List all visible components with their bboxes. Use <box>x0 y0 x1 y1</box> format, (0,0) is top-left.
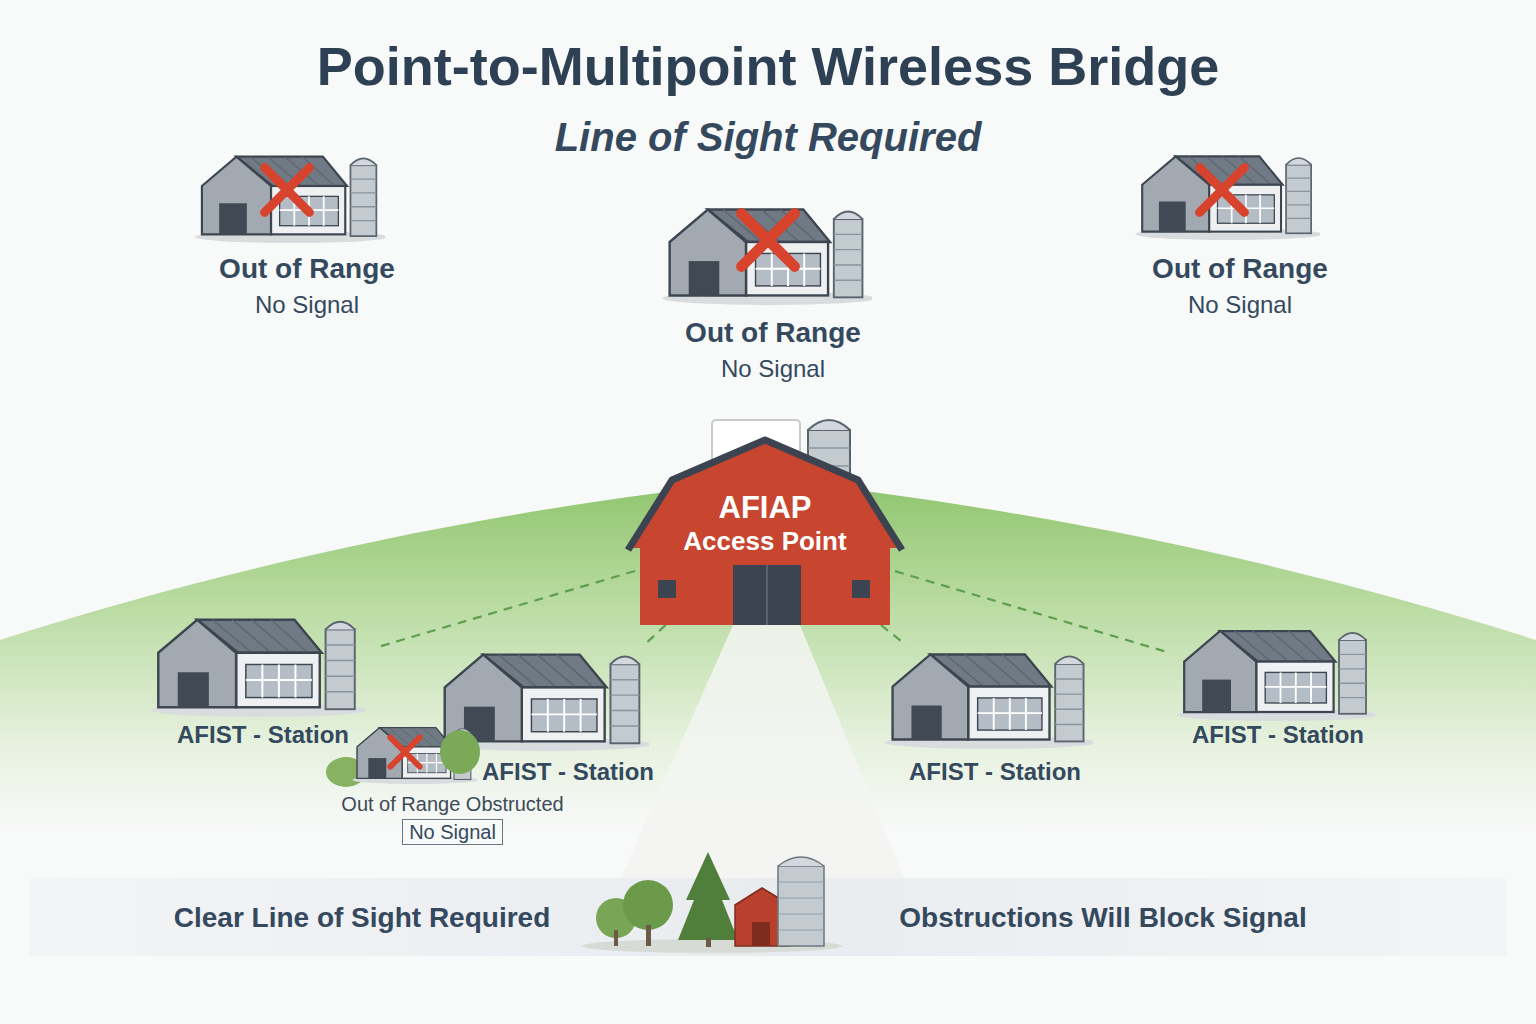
farm-building <box>1136 156 1323 240</box>
status-heading: Out of Range <box>219 252 395 286</box>
tree-trunk <box>646 925 651 946</box>
silo-dome <box>778 857 824 866</box>
silo <box>778 866 824 946</box>
barn-window <box>852 580 870 598</box>
subtitle: Line of Sight Required <box>268 111 1268 163</box>
station-label: AFIST - Station <box>909 757 1081 787</box>
status-note: No Signal <box>721 354 825 384</box>
signal-link <box>881 625 906 645</box>
door-seam <box>766 565 768 625</box>
farm-building <box>151 620 369 717</box>
station-label: AFIST - Station <box>177 720 349 750</box>
station-node: AFIST - Station <box>150 612 376 750</box>
status-heading: Out of Range <box>1152 252 1328 286</box>
diagram-title: Point-to-Multipoint Wireless Bridge <box>68 33 1468 99</box>
signal-link <box>895 571 1170 653</box>
device-role: Access Point <box>683 525 846 557</box>
farm-building <box>1177 631 1379 721</box>
farm-building <box>885 654 1097 749</box>
farm-node: Out of Range ObstructedNo Signal <box>330 722 575 845</box>
station-node: AFIST - Station <box>440 645 696 787</box>
no-signal-cross <box>741 213 794 266</box>
footer-note: Clear Line of Sight Required <box>0 900 862 936</box>
bush <box>440 730 480 774</box>
tree-trunk <box>614 930 618 946</box>
tree-crown <box>623 880 673 930</box>
barn-door <box>733 565 801 625</box>
status-note: No Signal <box>402 819 503 845</box>
tree-trunk <box>706 938 711 947</box>
farm-road <box>620 625 905 880</box>
small-barn-door <box>752 922 770 946</box>
no-signal-cross <box>1200 168 1245 213</box>
conifer-tree <box>678 852 738 940</box>
no-signal-cross <box>390 737 419 766</box>
status-heading: Out of Range Obstructed <box>341 791 563 817</box>
access-point-node: AFIAPAccess Point <box>635 440 895 625</box>
silo-dome <box>808 420 850 430</box>
station-node: AFIST - Station <box>870 645 1120 787</box>
farm-node: Out of Range No Signal <box>1128 150 1352 320</box>
footer-note: Obstructions Will Block Signal <box>603 900 1536 936</box>
silo-bands <box>778 882 824 930</box>
barn-window <box>658 580 676 598</box>
station-node: AFIST - Station <box>1170 620 1386 750</box>
signal-link <box>644 625 665 645</box>
barn-body <box>630 440 900 625</box>
status-heading: Out of Range <box>685 316 861 350</box>
farm-building <box>195 157 388 243</box>
farm-node: Out of Range No Signal <box>195 150 419 320</box>
status-note: No Signal <box>1188 290 1292 320</box>
station-label: AFIST - Station <box>1192 720 1364 750</box>
signal-link <box>376 571 635 648</box>
device-name: AFIAP <box>719 491 812 525</box>
status-note: No Signal <box>255 290 359 320</box>
station-label: AFIST - Station <box>482 757 654 787</box>
farm-node: Out of Range No Signal <box>653 200 893 384</box>
farm-building <box>662 210 876 305</box>
no-signal-cross <box>265 168 310 213</box>
